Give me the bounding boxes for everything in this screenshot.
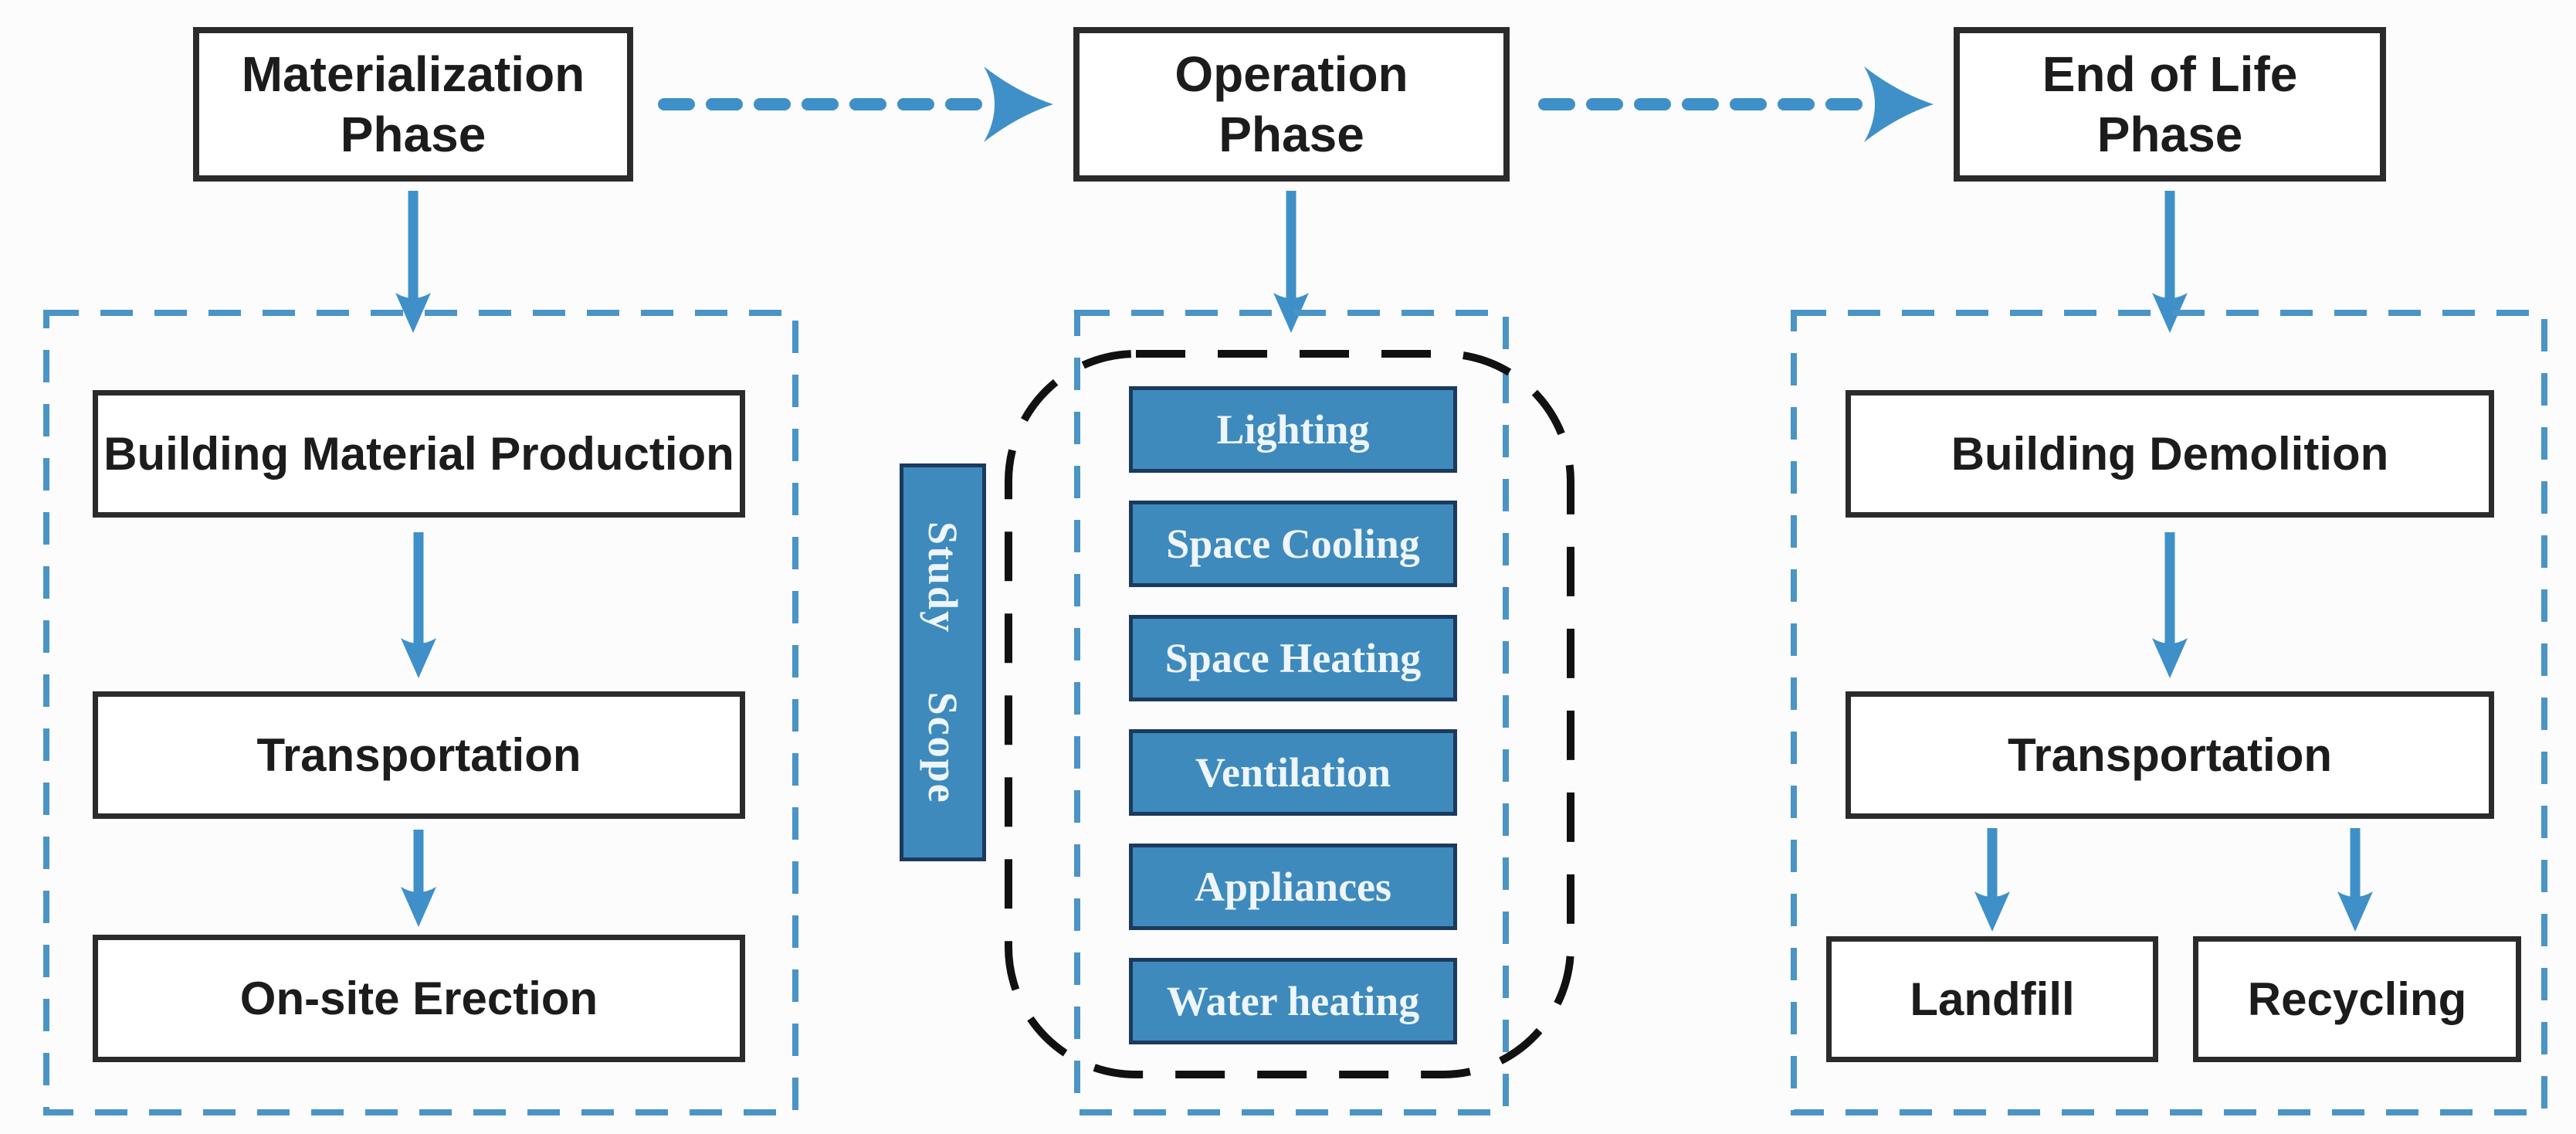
- load-label: Space Cooling: [1166, 521, 1420, 567]
- step-label: On-site Erection: [239, 973, 598, 1024]
- materialization-container-border: [43, 310, 798, 1115]
- outcome-label: Landfill: [1910, 973, 2075, 1025]
- load-label: Appliances: [1194, 864, 1392, 910]
- down-arrow-icon: [395, 191, 431, 333]
- step-box-transportation-end-of-life: Transportation: [1846, 691, 2494, 819]
- step-box-building-demolition: Building Demolition: [1846, 390, 2494, 518]
- operation-phase-label-line1: Operation: [1174, 46, 1408, 102]
- end-of-life-phase-box: End of Life Phase: [1954, 27, 2386, 182]
- load-label: Space Heating: [1164, 635, 1422, 681]
- step-label: Transportation: [256, 729, 581, 781]
- dashed-flow-arrow-right-icon: [658, 66, 1053, 142]
- dashed-flow-arrow-right-icon: [1538, 66, 1934, 142]
- down-arrow-icon: [401, 830, 436, 927]
- step-label: Building Material Production: [103, 428, 734, 480]
- load-label: Ventilation: [1195, 749, 1391, 796]
- end-of-life-phase-label-line2: Phase: [2096, 107, 2243, 162]
- operation-phase-box: Operation Phase: [1073, 27, 1510, 182]
- load-box-space-cooling: Space Cooling: [1129, 501, 1457, 587]
- load-box-appliances: Appliances: [1129, 844, 1457, 930]
- load-box-space-heating: Space Heating: [1129, 615, 1457, 701]
- outcome-label: Recycling: [2247, 973, 2467, 1025]
- down-arrow-icon: [2152, 532, 2188, 678]
- study-scope-boundary: [1005, 350, 1574, 1078]
- study-scope-label-box: Study Scope: [900, 463, 986, 861]
- step-box-transportation-materialization: Transportation: [93, 691, 745, 819]
- load-box-water-heating: Water heating: [1129, 958, 1457, 1044]
- down-arrow-icon: [1273, 191, 1309, 333]
- down-arrow-icon: [2337, 828, 2373, 932]
- load-box-lighting: Lighting: [1129, 386, 1457, 473]
- study-scope-label: Study Scope: [920, 521, 966, 804]
- end-of-life-container-border: [1791, 310, 2547, 1115]
- outcome-box-recycling: Recycling: [2193, 936, 2521, 1062]
- end-of-life-phase-label-line1: End of Life: [2042, 46, 2298, 102]
- step-label: Building Demolition: [1951, 428, 2389, 480]
- load-label: Water heating: [1166, 978, 1420, 1024]
- step-label: Transportation: [2007, 729, 2333, 781]
- step-box-building-material-production: Building Material Production: [93, 390, 745, 518]
- down-arrow-icon: [1974, 828, 2010, 932]
- load-label: Lighting: [1216, 406, 1370, 453]
- step-box-on-site-erection: On-site Erection: [93, 935, 745, 1062]
- down-arrow-icon: [401, 532, 436, 678]
- materialization-phase-label-line1: Materialization: [241, 46, 585, 102]
- materialization-phase-label-line2: Phase: [340, 107, 486, 162]
- load-box-ventilation: Ventilation: [1129, 729, 1457, 816]
- operation-phase-label-line2: Phase: [1219, 107, 1364, 162]
- operation-container-border: [1074, 310, 1509, 1115]
- materialization-phase-box: Materialization Phase: [193, 27, 633, 182]
- down-arrow-icon: [2152, 191, 2188, 333]
- outcome-box-landfill: Landfill: [1826, 936, 2158, 1062]
